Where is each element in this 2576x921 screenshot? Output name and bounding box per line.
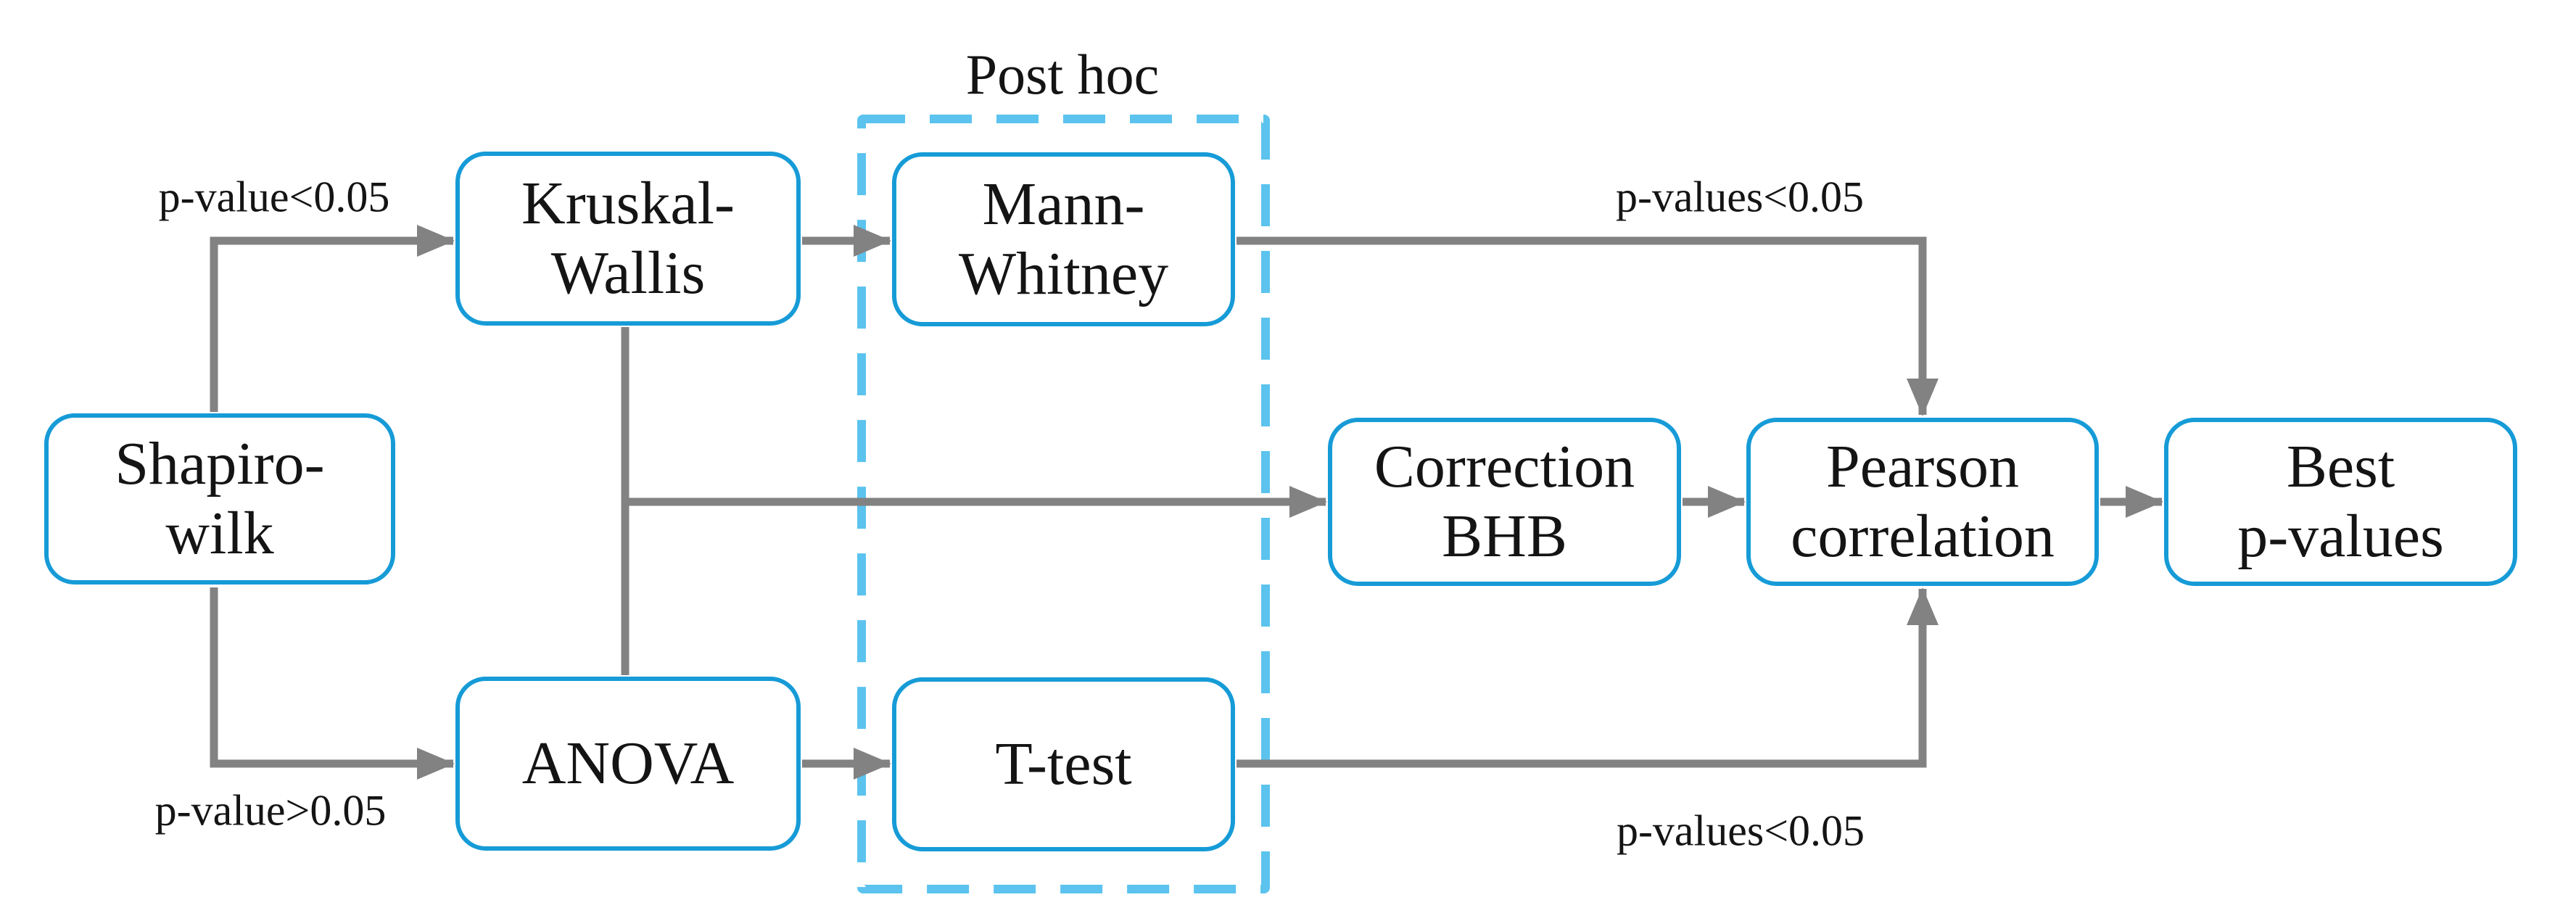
node-t-test-label: T-test	[995, 730, 1132, 798]
node-best-p-values-label: Best p-values	[2237, 433, 2444, 570]
node-best-p-values: Best p-values	[2164, 418, 2517, 586]
node-correction-bhb-label: Correction BHB	[1374, 433, 1635, 570]
node-kruskal-wallis: Kruskal- Wallis	[455, 152, 801, 326]
node-anova: ANOVA	[455, 677, 801, 851]
node-t-test: T-test	[892, 677, 1235, 851]
edge-mann-to-pearson	[1237, 236, 1939, 416]
node-mann-whitney: Mann- Whitney	[892, 152, 1235, 326]
node-correction-bhb: Correction BHB	[1328, 418, 1681, 586]
node-pearson-correlation-label: Pearson correlation	[1791, 433, 2055, 570]
edge-label-pvalue-gt-005: p-value>0.05	[154, 786, 387, 835]
edge-label-pvalue-lt-005: p-value<0.05	[158, 173, 390, 221]
node-pearson-correlation: Pearson correlation	[1746, 418, 2099, 586]
node-kruskal-wallis-label: Kruskal- Wallis	[521, 170, 735, 307]
posthoc-group-title: Post hoc	[965, 43, 1160, 106]
edge-shapiro-to-kruskal	[210, 225, 455, 412]
edge-label-pvalues-lt-005-top: p-values<0.05	[1615, 173, 1865, 221]
edge-ttest-to-pearson	[1237, 587, 1939, 768]
edge-label-pvalues-lt-005-bottom: p-values<0.05	[1616, 806, 1865, 855]
node-mann-whitney-label: Mann- Whitney	[958, 170, 1169, 307]
edge-shapiro-to-anova	[210, 587, 455, 780]
node-shapiro-wilk-label: Shapiro- wilk	[115, 430, 325, 567]
node-anova-label: ANOVA	[521, 730, 735, 798]
node-shapiro-wilk: Shapiro- wilk	[44, 413, 395, 585]
